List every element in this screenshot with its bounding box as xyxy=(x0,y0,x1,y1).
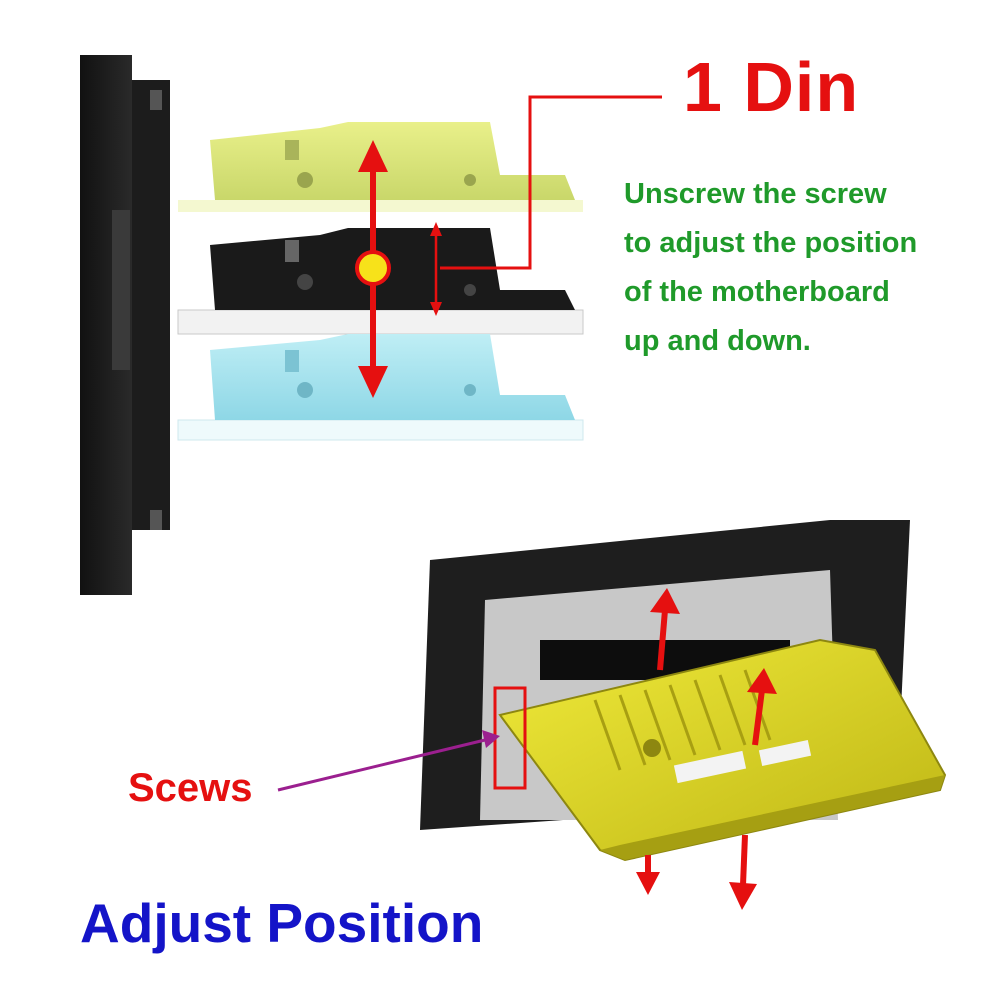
screws-label: Scews xyxy=(128,766,253,810)
leader-line xyxy=(440,95,662,270)
connector xyxy=(673,750,747,784)
up-arrow-icon xyxy=(747,668,777,746)
panel-clip xyxy=(150,510,162,530)
circle-icon xyxy=(355,250,391,286)
perspective-radio xyxy=(277,520,947,910)
description: Unscrew the screw to adjust the position… xyxy=(624,170,996,366)
side-view-radio xyxy=(80,55,662,595)
connector xyxy=(758,739,812,767)
up-arrow-icon xyxy=(650,588,680,671)
page-title: 1 Din xyxy=(683,48,860,126)
description-line: up and down. xyxy=(624,325,811,357)
bracket-bottom xyxy=(177,334,584,441)
gap-arrow-icon xyxy=(430,222,442,316)
down-arrow-icon xyxy=(729,834,757,910)
description-line: of the motherboard xyxy=(624,276,890,308)
bracket-middle xyxy=(177,228,584,335)
antenna-port xyxy=(643,739,661,757)
panel-frame xyxy=(132,80,170,530)
description-line: Unscrew the screw xyxy=(624,178,887,210)
bracket-top xyxy=(178,122,583,212)
panel-clip xyxy=(150,90,162,110)
panel-slot xyxy=(112,210,130,370)
adjust-position-label: Adjust Position xyxy=(80,892,484,954)
description-line: to adjust the position xyxy=(624,227,918,259)
pointer-arrow-icon xyxy=(277,730,500,792)
down-arrow-icon xyxy=(636,855,660,895)
